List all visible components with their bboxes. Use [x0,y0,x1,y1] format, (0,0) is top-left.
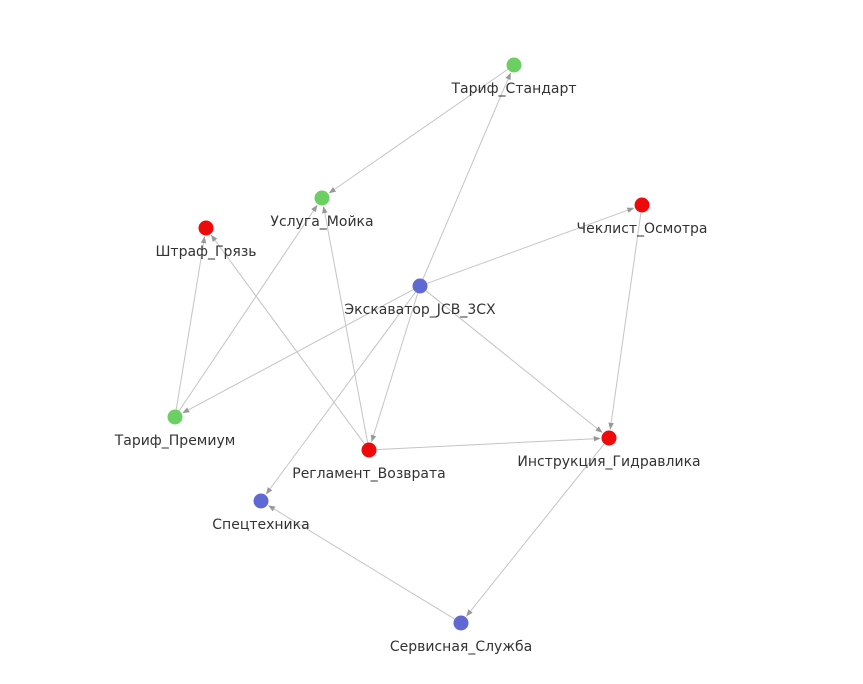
node-tarif_premium[interactable]: Тариф_Премиум [114,409,236,450]
node-label-tarif_premium: Тариф_Премиум [114,433,236,449]
edge-ekskavator-to-instrukciya [425,290,603,433]
node-servisnaya[interactable]: Сервисная_Служба [390,615,532,656]
edge-tarif_premium-to-usluga_moyka [178,204,318,412]
node-ekskavator[interactable]: Экскаватор_JCB_3CX [344,278,496,319]
edge-ekskavator-to-spectehnika [265,291,416,495]
node-label-spectehnika: Спецтехника [212,517,309,533]
edge-ekskavator-to-cheklist_osmotra [426,207,635,284]
edges-layer [175,68,642,620]
node-reglament[interactable]: Регламент_Возврата [292,442,446,483]
node-usluga_moyka[interactable]: Услуга_Мойка [270,190,374,231]
node-label-usluga_moyka: Услуга_Мойка [270,214,373,230]
node-circle-tarif_standart[interactable] [506,57,522,73]
node-circle-tarif_premium[interactable] [167,409,183,425]
node-label-instrukciya: Инструкция_Гидравлика [517,454,700,470]
edge-reglament-to-shtraf_gryaz [210,234,365,445]
node-circle-cheklist_osmotra[interactable] [634,197,650,213]
edge-tarif_standart-to-usluga_moyka [328,68,509,194]
node-shtraf_gryaz[interactable]: Штраф_Грязь [155,220,257,261]
node-label-servisnaya: Сервисная_Служба [390,639,532,655]
node-cheklist_osmotra[interactable]: Чеклист_Осмотра [576,197,708,238]
node-circle-ekskavator[interactable] [412,278,428,294]
edge-instrukciya-to-servisnaya [466,443,605,617]
edge-ekskavator-to-reglament [370,293,419,443]
node-label-ekskavator: Экскаватор_JCB_3CX [344,302,496,318]
edge-reglament-to-usluga_moyka [322,206,369,443]
node-circle-instrukciya[interactable] [601,430,617,446]
node-spectehnika[interactable]: Спецтехника [212,493,310,534]
edge-servisnaya-to-spectehnika [268,505,455,620]
edge-ekskavator-to-tarif_premium [182,289,414,414]
node-tarif_standart[interactable]: Тариф_Стандарт [450,57,577,98]
edge-ekskavator-to-tarif_standart [422,72,511,280]
edge-reglament-to-instrukciya [376,435,601,451]
node-circle-shtraf_gryaz[interactable] [198,220,214,236]
node-label-cheklist_osmotra: Чеклист_Осмотра [576,221,707,237]
node-label-shtraf_gryaz: Штраф_Грязь [155,244,256,260]
edge-cheklist_osmotra-to-instrukciya [608,212,642,430]
node-circle-servisnaya[interactable] [453,615,469,631]
node-label-reglament: Регламент_Возврата [292,466,446,482]
node-circle-usluga_moyka[interactable] [314,190,330,206]
node-circle-reglament[interactable] [361,442,377,458]
node-instrukciya[interactable]: Инструкция_Гидравлика [517,430,701,471]
node-circle-spectehnika[interactable] [253,493,269,509]
edge-tarif_premium-to-shtraf_gryaz [175,236,207,410]
node-label-tarif_standart: Тариф_Стандарт [450,81,576,97]
